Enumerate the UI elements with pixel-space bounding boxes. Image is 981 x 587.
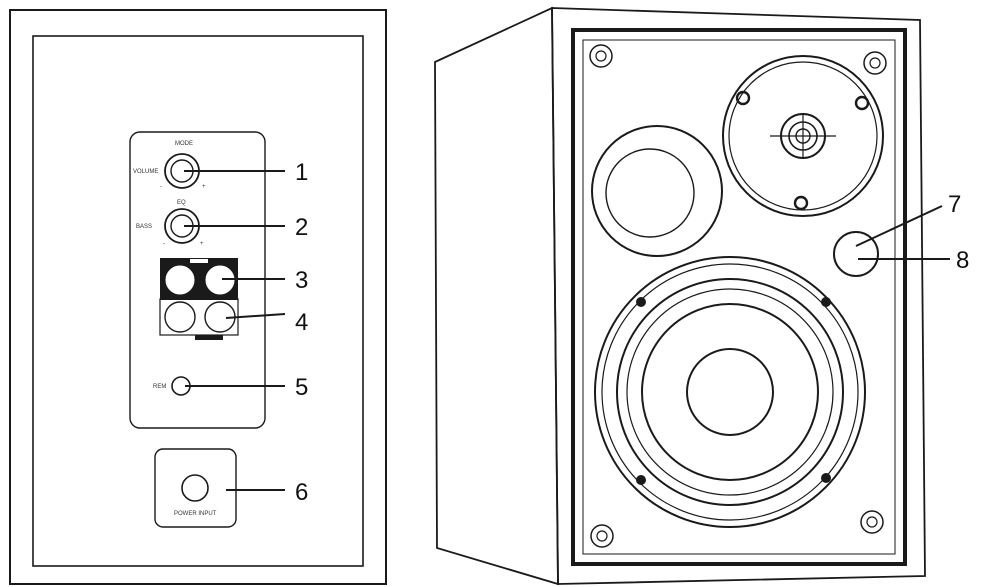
- svg-text:-: -: [163, 241, 165, 247]
- callout-1: 1: [295, 159, 308, 186]
- rear-leader-lines: [184, 170, 286, 491]
- midrange-driver: [591, 125, 723, 257]
- svg-text:BASS: BASS: [136, 224, 152, 230]
- svg-text:REM: REM: [153, 384, 166, 390]
- power-socket: POWER INPUT: [154, 448, 237, 528]
- callout-6: 6: [295, 479, 308, 506]
- callout-8: 8: [956, 247, 969, 274]
- front-leader-lines: [855, 205, 950, 260]
- svg-text:VOLUME: VOLUME: [133, 169, 158, 175]
- callout-7: 7: [948, 191, 961, 218]
- corner-screw-icons: [589, 44, 887, 548]
- svg-text:EQ: EQ: [177, 200, 186, 206]
- cabinet-side: [434, 6, 559, 586]
- callout-3: 3: [295, 267, 308, 294]
- callout-2: 2: [295, 214, 308, 241]
- speaker-front-view: [434, 6, 950, 586]
- xlr-input-block: [160, 258, 238, 300]
- rear-panel-view: MODE VOLUME + - EQ BASS - +: [9, 9, 387, 585]
- rear-panel-inner-frame: [32, 35, 364, 567]
- bass-reflex-port: [833, 231, 879, 277]
- woofer: [594, 256, 866, 528]
- jack-input-block: [159, 298, 239, 340]
- front-baffle: [571, 28, 907, 566]
- aux-jack: REM: [153, 376, 191, 396]
- svg-text:+: +: [200, 241, 204, 247]
- rear-panel-outer-frame: [9, 9, 387, 585]
- callout-4: 4: [295, 309, 308, 336]
- callout-5: 5: [295, 374, 308, 401]
- svg-text:+: +: [202, 184, 206, 190]
- svg-text:POWER INPUT: POWER INPUT: [174, 511, 217, 517]
- svg-text:MODE: MODE: [175, 141, 193, 147]
- svg-text:-: -: [160, 184, 162, 190]
- treble-knob: EQ BASS - +: [136, 200, 204, 247]
- tweeter: [722, 55, 884, 217]
- volume-knob: MODE VOLUME + -: [133, 141, 206, 190]
- cabinet-front: [551, 7, 926, 585]
